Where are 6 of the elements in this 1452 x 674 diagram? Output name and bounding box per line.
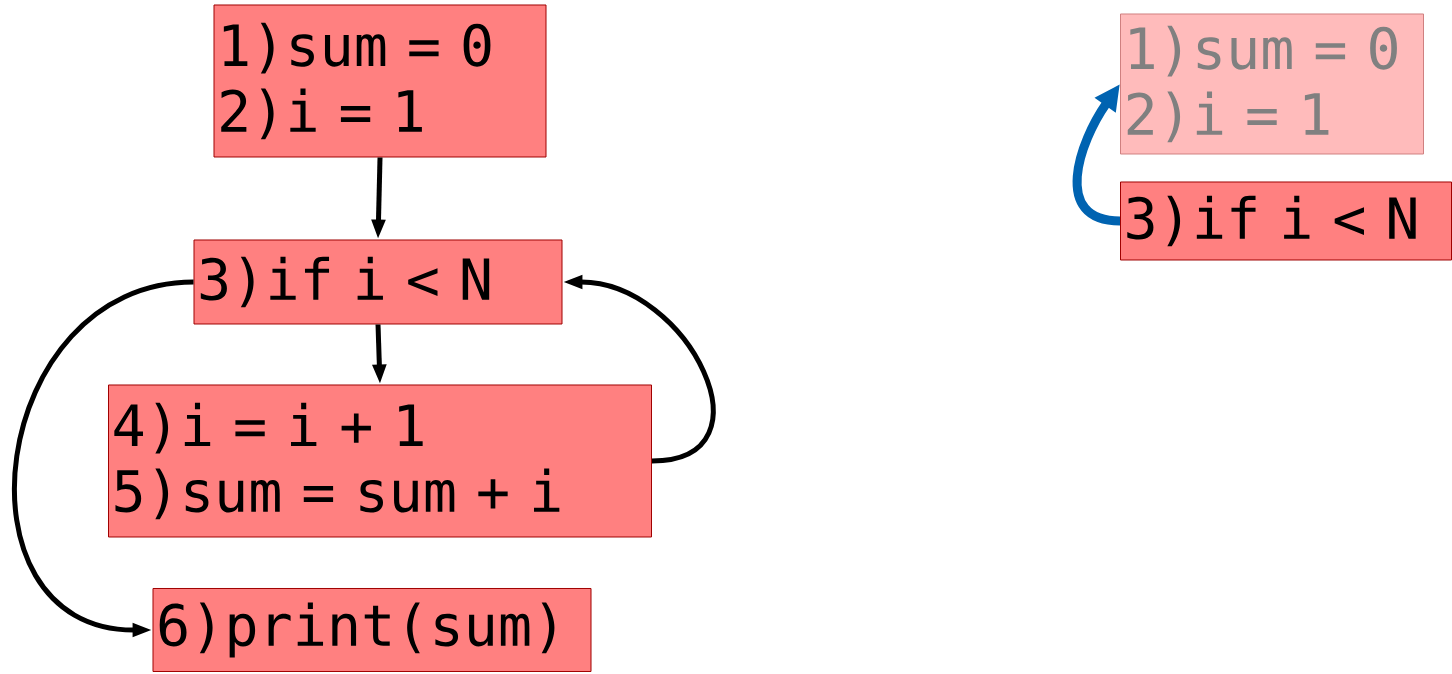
- code-box: 1)sum = 0 2)i = 1: [1120, 13, 1424, 155]
- code-box: 4)i = i + 1 5)sum = sum + i: [108, 384, 652, 538]
- code-box: 1)sum = 0 2)i = 1: [213, 4, 547, 158]
- code-box: 6)print(sum): [152, 588, 592, 672]
- code-box: 3)if i < N: [193, 239, 563, 325]
- code-box: 3)if i < N: [1120, 181, 1452, 261]
